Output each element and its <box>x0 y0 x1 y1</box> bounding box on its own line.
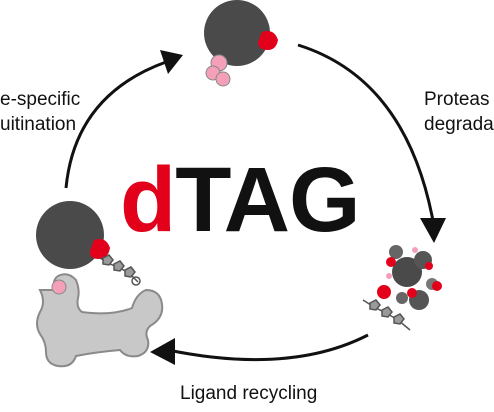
released-ligand <box>362 299 411 331</box>
ubiquitin-fragment <box>412 247 418 253</box>
dtag-ligand <box>99 254 141 286</box>
ternary-complex <box>36 201 164 368</box>
arrow-left <box>64 60 167 189</box>
ubiquitin <box>51 279 67 295</box>
ubiquitin <box>215 71 231 87</box>
tag-fragment <box>377 285 391 299</box>
title-prefix: d <box>120 149 176 251</box>
tag-fragment <box>425 262 433 270</box>
tag-fragment <box>407 288 417 298</box>
arrow-bottom <box>167 333 369 362</box>
protein-fragment <box>396 292 408 304</box>
protein-of-interest <box>204 0 270 66</box>
dtag-title: dTAG <box>120 149 361 251</box>
degron-tag <box>258 31 278 50</box>
protein-of-interest <box>36 201 104 269</box>
tag-fragment <box>386 257 396 267</box>
protein-fragment <box>389 245 403 259</box>
cycle-arrows <box>64 43 446 365</box>
label-bottom: Ligand recycling <box>180 383 318 404</box>
protein-fragment <box>392 257 422 287</box>
arrow-head-right <box>420 218 446 243</box>
title-rest: TAG <box>175 149 360 251</box>
ubiquitin-fragment <box>386 273 392 279</box>
arrow-head-bottom <box>150 338 175 365</box>
tag-fragment <box>432 281 442 291</box>
degron-tag <box>89 239 110 259</box>
e3-ligase-complex <box>36 273 164 368</box>
label-right-line1: Proteas <box>424 89 490 110</box>
label-right-line2: degrada <box>424 114 494 135</box>
label-left-line2: uitination <box>0 114 77 135</box>
degraded-protein-fragments <box>362 245 442 331</box>
tagged-protein-ubiquitinated <box>204 0 278 87</box>
label-left-line1: e-specific <box>0 89 81 110</box>
arrow-head-left <box>160 50 183 74</box>
arrow-top-right <box>297 43 437 233</box>
